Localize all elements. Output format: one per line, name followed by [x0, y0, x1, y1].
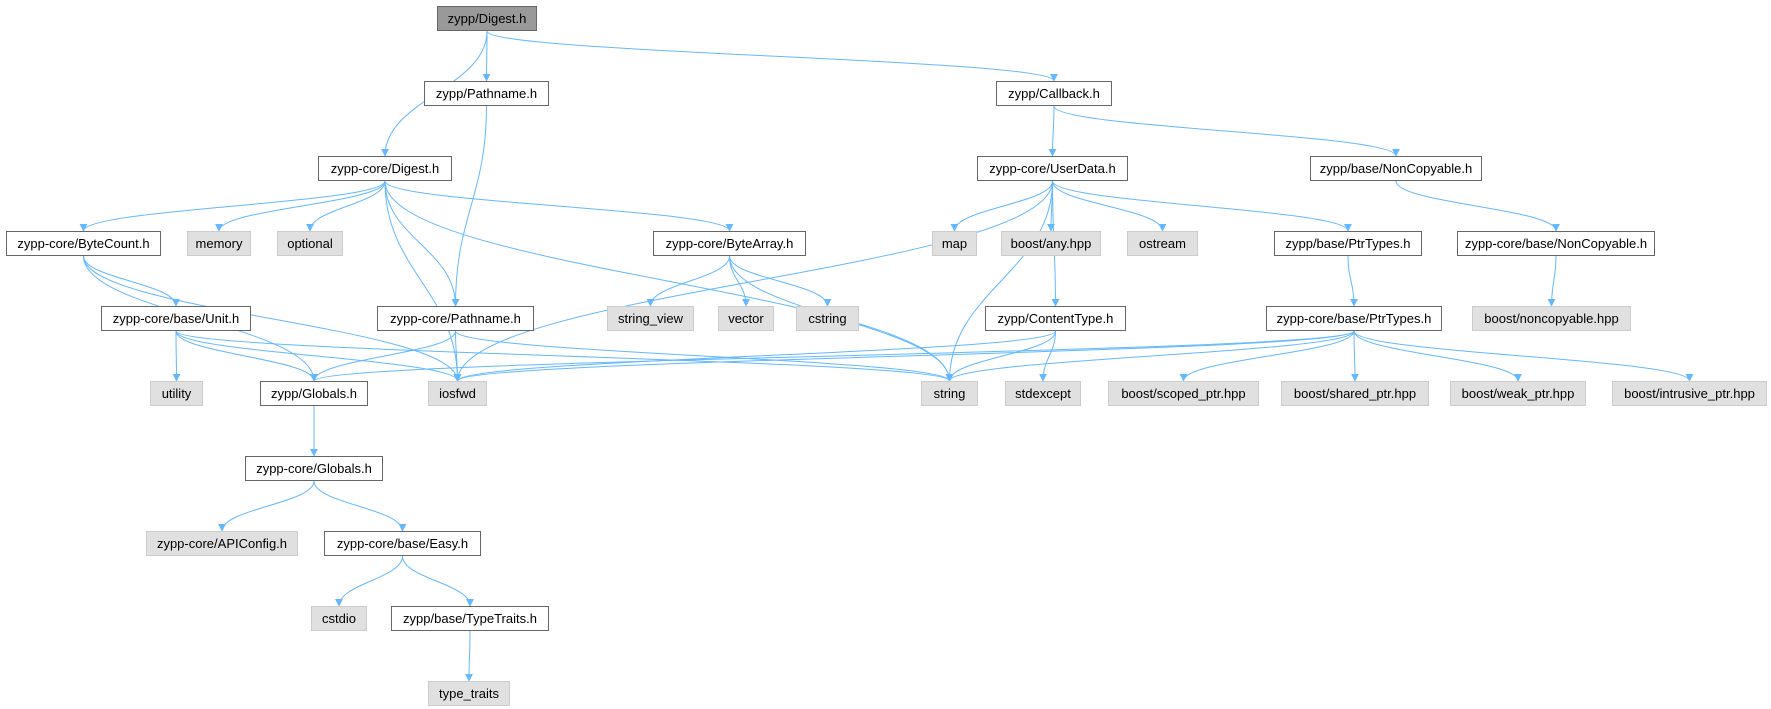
node-zypp-core-base-ptrtypes-h[interactable]: zypp-core/base/PtrTypes.h — [1266, 306, 1442, 331]
edge-contenttype_h-to-iosfwd — [453, 330, 1056, 382]
node-zypp-contenttype-h[interactable]: zypp/ContentType.h — [985, 306, 1126, 331]
node-boost-shared-ptr-hpp: boost/shared_ptr.hpp — [1281, 381, 1429, 406]
node-zypp-base-noncopyable-h[interactable]: zypp/base/NonCopyable.h — [1310, 156, 1482, 181]
node-zypp-callback-h[interactable]: zypp/Callback.h — [996, 81, 1112, 106]
node-zypp-globals-h[interactable]: zypp/Globals.h — [260, 381, 368, 406]
node-map: map — [932, 231, 977, 256]
edge-callback_h-to-core_userdata_h — [1048, 105, 1057, 157]
edge-contenttype_h-to-string — [945, 330, 1056, 382]
node-ostream: ostream — [1127, 231, 1198, 256]
node-zypp-core-userdata-h[interactable]: zypp-core/UserData.h — [977, 156, 1128, 181]
node-zypp-core-pathname-h[interactable]: zypp-core/Pathname.h — [377, 306, 534, 331]
edge-core_pathname_h-to-globals_h — [310, 330, 456, 382]
edge-base_noncopyable_h-to-core_base_noncopyable_h — [1395, 180, 1560, 232]
edge-core_pathname_h-to-string — [455, 330, 954, 382]
edge-core_base_easy_h-to-cstdio — [335, 555, 403, 607]
node-zypp-pathname-h[interactable]: zypp/Pathname.h — [424, 81, 549, 106]
node-zypp-base-typetraits-h[interactable]: zypp/base/TypeTraits.h — [391, 606, 549, 631]
edge-core_bytearray_h-to-vector — [729, 255, 750, 307]
edge-core_userdata_h-to-base_ptrtypes_h — [1052, 180, 1352, 232]
node-boost-weak-ptr-hpp: boost/weak_ptr.hpp — [1450, 381, 1586, 406]
node-string: string — [921, 381, 978, 406]
edge-callback_h-to-base_noncopyable_h — [1053, 105, 1400, 157]
edge-core_base_ptrtypes_h-to-boost_shared_ptr — [1350, 330, 1359, 382]
edge-core_base_ptrtypes_h-to-iosfwd — [453, 330, 1355, 382]
node-type-traits: type_traits — [428, 681, 510, 706]
node-zypp-core-base-noncopyable-h[interactable]: zypp-core/base/NonCopyable.h — [1457, 231, 1655, 256]
node-zypp-core-digest-h[interactable]: zypp-core/Digest.h — [318, 156, 452, 181]
node-zypp-digest-h[interactable]: zypp/Digest.h — [437, 6, 537, 31]
node-zypp-core-apiconfig-h: zypp-core/APIConfig.h — [146, 531, 298, 556]
edge-base_ptrtypes_h-to-core_base_ptrtypes_h — [1347, 255, 1358, 307]
edge-base_typetraits_h-to-type_traits — [465, 630, 474, 682]
node-vector: vector — [718, 306, 774, 331]
edge-core_digest_h-to-string — [384, 180, 954, 382]
edge-core_base_unit_h-to-globals_h — [175, 330, 318, 382]
node-zypp-core-base-unit-h[interactable]: zypp-core/base/Unit.h — [101, 306, 251, 331]
edge-core_userdata_h-to-string — [945, 180, 1053, 382]
node-optional: optional — [277, 231, 343, 256]
edge-core_base_ptrtypes_h-to-string — [945, 330, 1355, 382]
edge-core_bytecount_h-to-core_base_unit_h — [83, 255, 180, 307]
node-boost-scoped-ptr-hpp: boost/scoped_ptr.hpp — [1108, 381, 1259, 406]
edge-core_bytearray_h-to-cstring — [729, 255, 832, 307]
edge-core_userdata_h-to-ostream — [1052, 180, 1167, 232]
edge-core_globals_h-to-core_base_easy_h — [313, 480, 407, 532]
node-iosfwd: iosfwd — [428, 381, 487, 406]
edge-core_bytecount_h-to-iosfwd — [83, 255, 462, 382]
node-zypp-core-bytecount-h[interactable]: zypp-core/ByteCount.h — [6, 231, 161, 256]
edge-core_base_unit_h-to-utility — [172, 330, 181, 382]
edge-core_base_ptrtypes_h-to-boost_scoped_ptr — [1179, 330, 1355, 382]
node-zypp-core-bytearray-h[interactable]: zypp-core/ByteArray.h — [653, 231, 806, 256]
node-zypp-base-ptrtypes-h[interactable]: zypp/base/PtrTypes.h — [1274, 231, 1422, 256]
node-cstdio: cstdio — [311, 606, 367, 631]
edge-core_base_easy_h-to-base_typetraits_h — [402, 555, 474, 607]
node-string-view: string_view — [607, 306, 694, 331]
edge-layer — [79, 30, 1694, 682]
node-cstring: cstring — [796, 306, 859, 331]
node-zypp-core-base-easy-h[interactable]: zypp-core/base/Easy.h — [324, 531, 481, 556]
edge-pathname_h-to-core_pathname_h — [451, 105, 487, 307]
edge-core_base_unit_h-to-iosfwd — [175, 330, 462, 382]
node-boost-intrusive-ptr-hpp: boost/intrusive_ptr.hpp — [1612, 381, 1767, 406]
edge-contenttype_h-to-stdexcept — [1039, 330, 1056, 382]
node-utility: utility — [150, 381, 203, 406]
node-boost-noncopyable-hpp: boost/noncopyable.hpp — [1472, 306, 1631, 331]
edge-core_digest_h-to-memory — [215, 180, 386, 232]
node-memory: memory — [187, 231, 251, 256]
edge-core_base_ptrtypes_h-to-globals_h — [310, 330, 1355, 382]
edge-core_userdata_h-to-map — [950, 180, 1053, 232]
edge-core_base_ptrtypes_h-to-boost_weak_ptr — [1353, 330, 1522, 382]
edge-core_digest_h-to-core_bytearray_h — [384, 180, 734, 232]
edge-core_digest_h-to-core_bytecount_h — [79, 180, 386, 232]
edge-core_base_unit_h-to-string — [175, 330, 954, 382]
edge-digest_h-to-callback_h — [486, 30, 1058, 82]
edge-core_bytearray_h-to-string_view — [646, 255, 730, 307]
node-zypp-core-globals-h[interactable]: zypp-core/Globals.h — [245, 456, 383, 481]
edge-core_digest_h-to-core_pathname_h — [384, 180, 460, 307]
edge-core_base_ptrtypes_h-to-boost_intrusive_ptr — [1353, 330, 1694, 382]
edge-core_base_noncopyable_h-to-boost_noncopyable — [1547, 255, 1557, 307]
node-stdexcept: stdexcept — [1005, 381, 1081, 406]
node-boost-any-hpp: boost/any.hpp — [1001, 231, 1101, 256]
edge-core_globals_h-to-core_apiconfig_h — [218, 480, 315, 532]
edge-core_digest_h-to-optional — [306, 180, 386, 232]
edge-core_digest_h-to-iosfwd — [384, 180, 462, 382]
edge-core_userdata_h-to-iosfwd — [453, 180, 1053, 382]
